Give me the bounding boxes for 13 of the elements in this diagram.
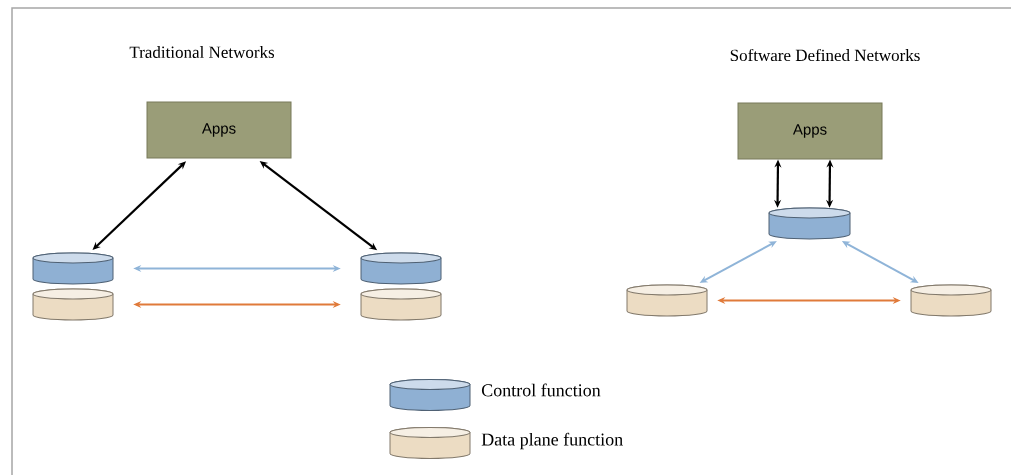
cylinder — [910, 284, 992, 317]
legend-text: Control function — [481, 383, 601, 397]
cylinder — [626, 284, 708, 317]
cylinder — [360, 288, 442, 321]
cylinder — [32, 252, 114, 285]
heading: Software Defined Networks — [730, 48, 920, 62]
legend-text: Data plane function — [481, 432, 623, 450]
cylinder — [768, 207, 851, 240]
heading: Traditional Networks — [129, 46, 275, 58]
cylinder — [32, 288, 114, 321]
cylinder — [360, 252, 442, 285]
process-box: Apps — [146, 101, 292, 159]
process-box: Apps — [737, 102, 883, 160]
